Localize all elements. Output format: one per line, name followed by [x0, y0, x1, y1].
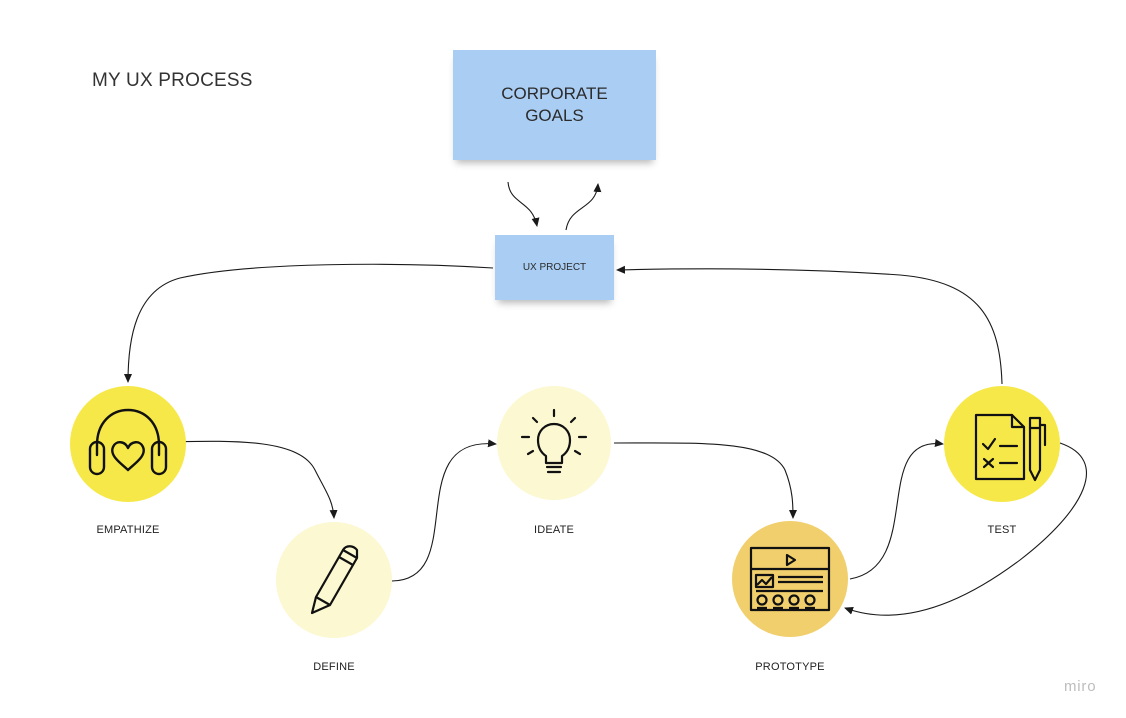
connector-project-to-goals[interactable]	[565, 183, 602, 231]
step-circle-empathize	[70, 386, 186, 502]
sticky-note-ux-project[interactable]: UX PROJECT	[495, 235, 614, 300]
connector-ideate-to-prototype[interactable]	[613, 442, 797, 519]
sticky-note-text: UX PROJECT	[522, 262, 587, 273]
sticky-note-corporate-goals[interactable]: CORPORATE GOALS	[453, 50, 656, 160]
step-label-ideate: IDEATE	[533, 524, 575, 536]
step-test[interactable]	[944, 386, 1060, 502]
step-circle-test	[944, 386, 1060, 502]
sticky-note-text: CORPORATE GOALS	[501, 84, 608, 125]
step-circle-ideate	[497, 386, 611, 500]
connector-test-to-prototype[interactable]	[844, 442, 1088, 616]
connector-prototype-to-test[interactable]	[849, 439, 944, 580]
step-label-define: DEFINE	[313, 661, 355, 673]
step-prototype[interactable]	[732, 521, 848, 637]
step-circle-prototype	[732, 521, 848, 637]
step-circle-define	[276, 522, 392, 638]
step-label-test: TEST	[987, 524, 1017, 536]
connector-define-to-ideate[interactable]	[391, 439, 497, 582]
checklist-icon	[974, 413, 1047, 482]
step-label-empathize: EMPATHIZE	[96, 524, 160, 536]
lightbulb-icon	[520, 408, 588, 474]
connector-test-to-project[interactable]	[616, 265, 1003, 385]
connector-goals-to-project[interactable]	[507, 181, 540, 227]
pencil-icon	[310, 545, 359, 615]
step-empathize[interactable]	[70, 386, 186, 502]
step-ideate[interactable]	[497, 386, 611, 500]
connector-project-to-empathize[interactable]	[124, 263, 494, 383]
miro-watermark: miro	[1064, 678, 1097, 695]
step-define[interactable]	[276, 522, 392, 638]
connector-empathize-to-define[interactable]	[167, 440, 338, 519]
board-title: MY UX PROCESS	[92, 70, 253, 91]
step-label-prototype: PROTOTYPE	[755, 661, 825, 673]
wireframe-icon	[749, 546, 831, 612]
headphones-heart-icon	[88, 408, 168, 476]
